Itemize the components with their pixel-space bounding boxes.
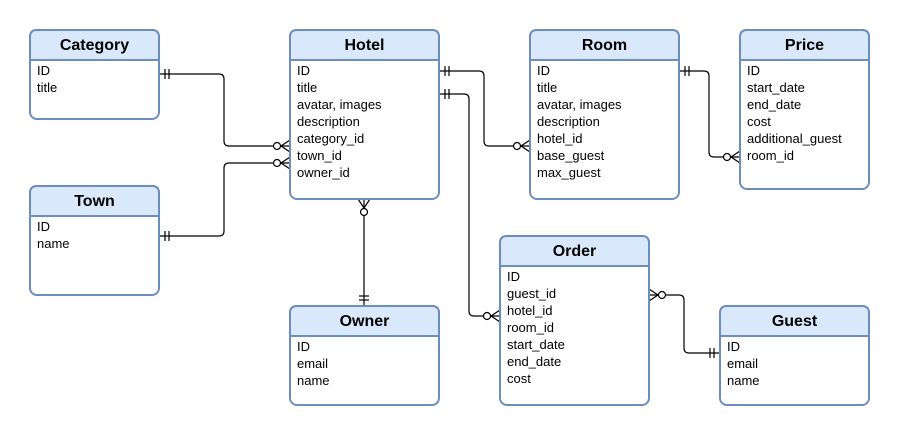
- relationship-category-hotel-line: [159, 73, 290, 147]
- entity-room-field: title: [537, 80, 557, 95]
- entity-room-field: ID: [537, 63, 550, 78]
- entity-town-header: [29, 185, 160, 217]
- entity-price-field: ID: [747, 63, 760, 78]
- entity-owner-field: ID: [297, 339, 310, 354]
- relationship-room-price-line: [679, 70, 740, 158]
- relationship-town-hotel: [159, 156, 291, 241]
- entity-guest-field: email: [727, 356, 758, 371]
- entity-order-field: cost: [507, 371, 531, 386]
- relationship-hotel-order-end-mark: [490, 315, 501, 323]
- relationship-hotel-room: [439, 66, 531, 153]
- entity-hotel-field: title: [297, 80, 317, 95]
- entity-hotel-field: owner_id: [297, 165, 350, 180]
- relationship-hotel-order-end-mark: [490, 309, 501, 317]
- relationship-hotel-owner-start-mark: [357, 198, 365, 209]
- relationship-hotel-order: [439, 89, 501, 323]
- relationship-category-hotel-end-mark: [280, 139, 291, 147]
- relationship-order-guest-line: [649, 294, 720, 354]
- relationship-hotel-owner-start-mark: [363, 198, 371, 209]
- entity-room-header: [529, 29, 680, 61]
- entity-owner-header: [289, 305, 440, 337]
- relationship-hotel-room-end-zero-circle: [512, 141, 522, 151]
- entity-hotel-field: description: [297, 114, 360, 129]
- entity-room-title: Room: [582, 37, 627, 54]
- relationship-order-guest-start-zero-circle: [657, 290, 667, 300]
- relationship-hotel-room-line: [439, 70, 530, 147]
- entity-order-header: [499, 235, 650, 267]
- entity-town-field: name: [37, 236, 70, 251]
- entity-order-field: guest_id: [507, 286, 556, 301]
- entity-category-field: ID: [37, 63, 50, 78]
- entity-town-title: Town: [74, 193, 115, 210]
- entity-price-field: room_id: [747, 148, 794, 163]
- entity-room-field: hotel_id: [537, 131, 583, 146]
- relationship-hotel-room-end-mark: [520, 139, 531, 147]
- entity-hotel-field: town_id: [297, 148, 342, 163]
- entity-owner-field: name: [297, 373, 330, 388]
- entity-room-field: max_guest: [537, 165, 601, 180]
- relationship-room-price: [679, 66, 741, 164]
- relationship-town-hotel-line: [159, 162, 290, 237]
- entity-room-field: base_guest: [537, 148, 605, 163]
- entity-price-field: cost: [747, 114, 771, 129]
- entity-price-title: Price: [785, 37, 824, 54]
- entity-owner-title: Owner: [340, 313, 390, 330]
- relationship-town-hotel-end-mark: [280, 162, 291, 170]
- entity-guest-field: name: [727, 373, 760, 388]
- relationship-order-guest-start-mark: [648, 288, 659, 296]
- entity-owner-field: email: [297, 356, 328, 371]
- relationship-room-price-end-mark: [730, 156, 741, 164]
- entity-category-title: Category: [60, 37, 129, 54]
- entity-order-field: start_date: [507, 337, 565, 352]
- entity-hotel-field: avatar, images: [297, 97, 382, 112]
- relationship-category-hotel-end-mark: [280, 145, 291, 153]
- entity-price-field: end_date: [747, 97, 801, 112]
- relationship-category-hotel: [159, 69, 291, 153]
- entity-order-field: hotel_id: [507, 303, 553, 318]
- entity-tables: CategoryIDtitleTownIDnameHotelIDtitleava…: [29, 29, 870, 406]
- entity-guest-field: ID: [727, 339, 740, 354]
- relationship-hotel-order-end-zero-circle: [482, 311, 492, 321]
- entity-order-field: end_date: [507, 354, 561, 369]
- relationship-hotel-owner-start-zero-circle: [359, 207, 369, 217]
- relationship-room-price-end-zero-circle: [722, 152, 732, 162]
- entity-guest-header: [719, 305, 870, 337]
- entity-hotel-field: ID: [297, 63, 310, 78]
- entity-price-field: start_date: [747, 80, 805, 95]
- entity-category-field: title: [37, 80, 57, 95]
- entity-order-title: Order: [553, 243, 597, 260]
- relationship-lines: [159, 66, 741, 358]
- relationship-hotel-room-end-mark: [520, 145, 531, 153]
- entity-town-field: ID: [37, 219, 50, 234]
- relationship-town-hotel-end-mark: [280, 156, 291, 164]
- entity-room-field: avatar, images: [537, 97, 622, 112]
- entity-hotel-field: category_id: [297, 131, 364, 146]
- entity-price-header: [739, 29, 870, 61]
- entity-price-field: additional_guest: [747, 131, 842, 146]
- relationship-order-guest: [648, 288, 720, 358]
- entity-hotel-header: [289, 29, 440, 61]
- relationship-hotel-order-line: [439, 93, 500, 317]
- relationship-category-hotel-end-zero-circle: [272, 141, 282, 151]
- entity-room-field: description: [537, 114, 600, 129]
- entity-category-header: [29, 29, 160, 61]
- relationship-order-guest-start-mark: [648, 294, 659, 302]
- entity-hotel-title: Hotel: [345, 37, 385, 54]
- entity-guest-title: Guest: [772, 313, 818, 330]
- relationship-room-price-end-mark: [730, 150, 741, 158]
- relationship-hotel-owner: [357, 198, 371, 306]
- entity-order-field: ID: [507, 269, 520, 284]
- relationship-town-hotel-end-zero-circle: [272, 158, 282, 168]
- entity-order-field: room_id: [507, 320, 554, 335]
